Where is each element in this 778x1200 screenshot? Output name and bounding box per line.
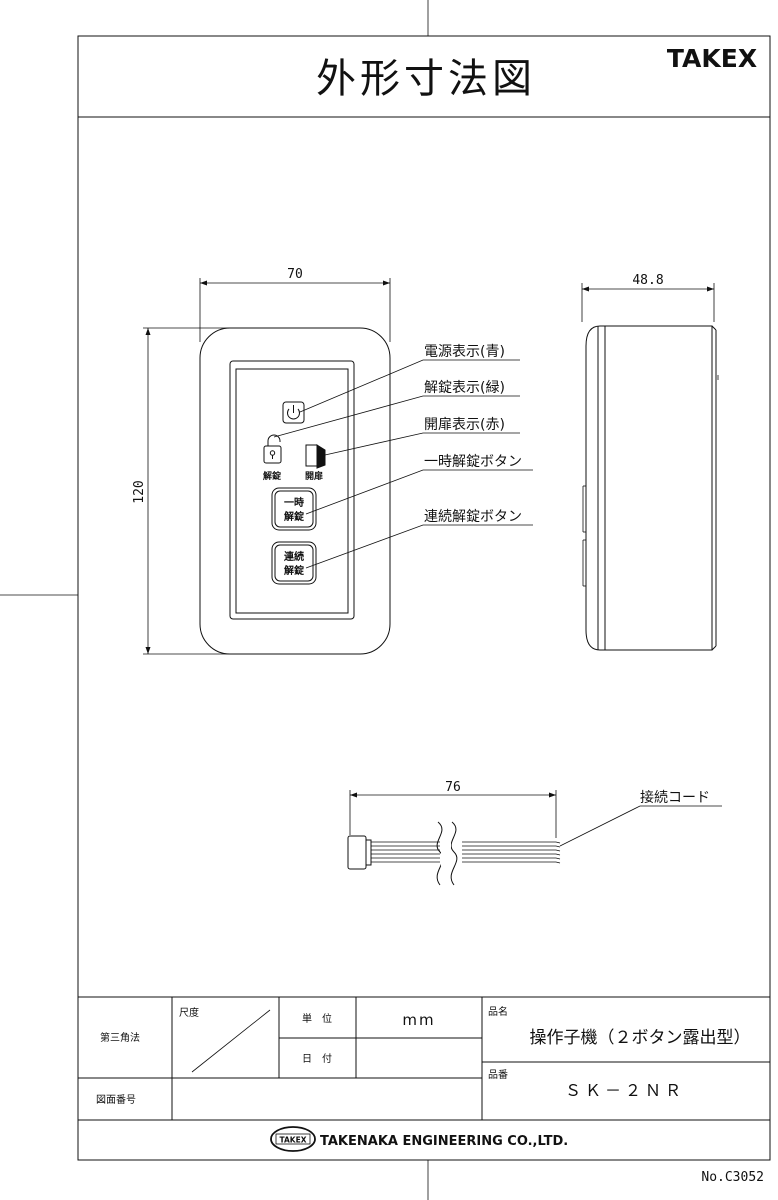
power-icon bbox=[287, 405, 300, 420]
leader-continuous-button bbox=[305, 524, 533, 569]
product-name: 操作子機（２ボタン露出型） bbox=[530, 1028, 751, 1048]
drawing-frame bbox=[77, 35, 771, 1161]
temporary-unlock-button-line2: 解錠 bbox=[284, 510, 304, 523]
temporary-unlock-button-line1: 一時 bbox=[284, 496, 304, 509]
callout-temporary-button: 一時解錠ボタン bbox=[424, 454, 522, 470]
unlock-icon bbox=[263, 434, 282, 464]
dim-depth-label: 48.8 bbox=[632, 273, 663, 288]
unlock-indicator-label: 解錠 bbox=[263, 470, 282, 482]
title-block: 第三角法 尺度 単 位 mm 日 付 品名 操作子機（２ボタン露出型） 図面番号… bbox=[78, 996, 770, 1152]
callout-continuous-button: 連続解錠ボタン bbox=[424, 508, 522, 525]
dim-width-label: 70 bbox=[287, 267, 303, 282]
document-number: No.C3052 bbox=[701, 1170, 764, 1185]
callout-unlock: 解錠表示(緑) bbox=[424, 380, 505, 396]
cable-break-mark bbox=[436, 821, 458, 886]
company-logo: TAKEX bbox=[270, 1126, 316, 1152]
projection-label: 第三角法 bbox=[100, 1031, 140, 1044]
drawing-number-label: 図面番号 bbox=[96, 1094, 136, 1106]
front-body bbox=[199, 327, 391, 655]
leader-door bbox=[324, 432, 520, 456]
callout-power: 電源表示(青) bbox=[424, 344, 505, 360]
unit-label: 単 位 bbox=[302, 1012, 332, 1025]
company-logo-text: TAKEX bbox=[279, 1136, 306, 1145]
callout-door: 開扉表示(赤) bbox=[424, 417, 505, 433]
unlock-indicator: 解錠 bbox=[263, 434, 282, 482]
side-view: 48.8 bbox=[581, 273, 719, 651]
callout-cable: 接続コード bbox=[640, 789, 710, 806]
front-panel-outer bbox=[229, 360, 355, 620]
front-panel-inner bbox=[235, 368, 349, 614]
temporary-unlock-button: 一時 解錠 bbox=[271, 487, 317, 531]
power-indicator bbox=[282, 401, 305, 424]
cable-connector bbox=[347, 835, 372, 870]
side-body bbox=[585, 325, 713, 651]
door-indicator: 開扉 bbox=[305, 444, 326, 482]
front-view: 70 120 解錠 bbox=[132, 267, 533, 655]
leader-cable bbox=[559, 805, 722, 847]
leader-power bbox=[299, 359, 520, 413]
page-title: 外形寸法図 bbox=[316, 56, 536, 102]
date-label: 日 付 bbox=[302, 1052, 332, 1065]
scale-slash bbox=[191, 1009, 271, 1073]
dim-cable-label: 76 bbox=[445, 780, 461, 795]
door-indicator-label: 開扉 bbox=[305, 470, 323, 482]
part-number: ＳＫ－２ＮＲ bbox=[565, 1081, 685, 1100]
leader-temporary-button bbox=[305, 469, 533, 515]
scale-label: 尺度 bbox=[179, 1006, 199, 1019]
part-number-label: 品番 bbox=[488, 1069, 508, 1081]
leader-unlock bbox=[273, 395, 520, 438]
door-icon bbox=[305, 444, 326, 469]
brand-logo: TAKEX bbox=[667, 44, 757, 73]
unit-value: mm bbox=[402, 1011, 435, 1029]
continuous-unlock-button-line2: 解錠 bbox=[284, 564, 304, 577]
continuous-unlock-button: 連続 解錠 bbox=[271, 541, 317, 585]
product-name-label: 品名 bbox=[488, 1005, 508, 1018]
dim-height-label: 120 bbox=[132, 480, 147, 503]
cable-view: 76 接続コード bbox=[347, 780, 722, 886]
cable-wires bbox=[371, 841, 561, 864]
continuous-unlock-button-line1: 連続 bbox=[284, 550, 304, 563]
company-name: TAKENAKA ENGINEERING CO.,LTD. bbox=[320, 1134, 568, 1149]
